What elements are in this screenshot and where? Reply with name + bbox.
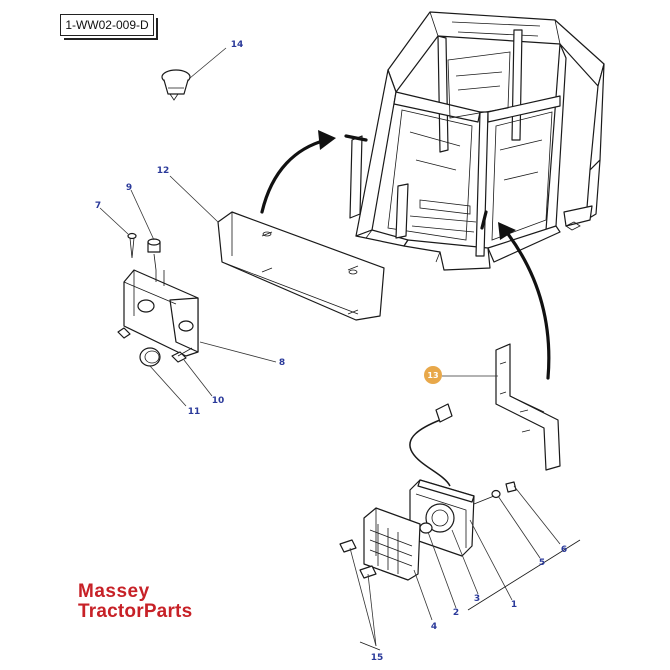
callout-8: 8 bbox=[279, 358, 285, 368]
watermark-line-2: TractorParts bbox=[78, 601, 193, 622]
tractor-cab-drawing bbox=[349, 11, 605, 271]
screw-part-10 bbox=[171, 347, 193, 363]
bracket-part-13 bbox=[495, 343, 561, 471]
callout-15: 15 bbox=[371, 653, 384, 663]
watermark-line-1: Massey bbox=[78, 581, 150, 602]
callout-1: 1 bbox=[511, 600, 517, 610]
leader-lines bbox=[99, 47, 581, 651]
callout-7: 7 bbox=[95, 201, 101, 211]
callout-10: 10 bbox=[212, 396, 225, 406]
callout-6: 6 bbox=[561, 545, 567, 555]
callout-2: 2 bbox=[453, 608, 459, 618]
callout-13: 13 bbox=[427, 371, 438, 380]
callout-9: 9 bbox=[126, 183, 132, 193]
nut-part-9 bbox=[147, 238, 161, 271]
callout-3: 3 bbox=[474, 594, 480, 604]
lamp-bracket-part-8 bbox=[123, 269, 199, 357]
bracket-part-12 bbox=[217, 211, 385, 321]
callout-11: 11 bbox=[188, 407, 201, 417]
callout-14: 14 bbox=[231, 40, 244, 50]
work-lamp-assembly bbox=[339, 403, 517, 581]
screw-part-7 bbox=[127, 232, 137, 259]
assembly-arrows bbox=[260, 130, 551, 380]
callout-12: 12 bbox=[157, 166, 170, 176]
screw-part-8a bbox=[117, 327, 131, 339]
callouts: 14 12 9 7 8 10 11 13 6 5 1 3 2 4 15 bbox=[95, 40, 567, 663]
callout-5: 5 bbox=[539, 558, 545, 568]
lens-part-11 bbox=[139, 347, 161, 367]
callout-4: 4 bbox=[431, 622, 437, 632]
plug-part-14 bbox=[161, 69, 191, 101]
brand-watermark: Massey TractorParts bbox=[78, 582, 218, 622]
diagram-code-label: 1-WW02-009-D bbox=[60, 14, 158, 40]
callout-13-highlight bbox=[424, 366, 442, 384]
